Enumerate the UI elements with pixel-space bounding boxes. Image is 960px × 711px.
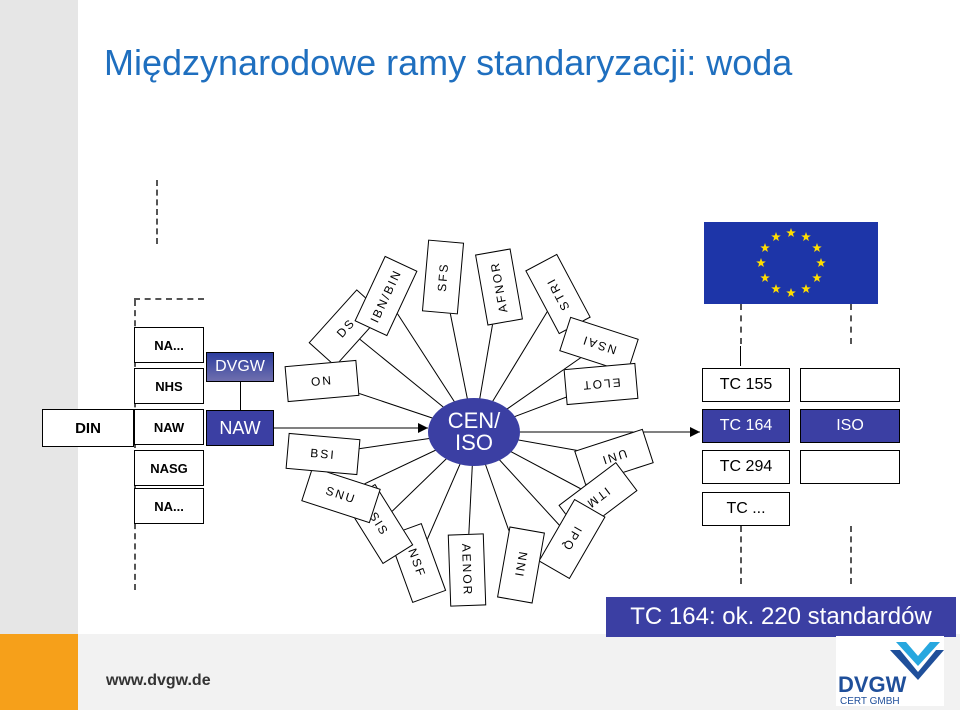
- arrow-head: [418, 423, 428, 433]
- eu-star-icon: [801, 232, 811, 242]
- member-box-aenor: AENOR: [447, 533, 487, 607]
- na-bottom-box: NA...: [134, 488, 204, 524]
- tc164-banner: TC 164: ok. 220 standardów: [606, 597, 956, 637]
- din-box: DIN: [42, 409, 134, 447]
- naw-box: NAW: [134, 409, 204, 445]
- arrow-head: [690, 427, 700, 437]
- eu-star-icon: [760, 273, 770, 282]
- dashed-line: [134, 298, 204, 300]
- cen-iso-circle: CEN/ ISO: [428, 398, 520, 466]
- eu-star-icon: [812, 243, 822, 252]
- na-top-box: NA...: [134, 327, 204, 363]
- eu-star-icon: [771, 284, 781, 293]
- member-box-elot: ELOT: [563, 362, 639, 406]
- dashed-line: [850, 304, 852, 344]
- logo-wave-icon: [896, 642, 940, 666]
- tc294-box: TC 294: [702, 450, 790, 484]
- nasg-box: NASG: [134, 450, 204, 486]
- logo-sub: CERT GMBH: [840, 696, 900, 706]
- eu-flag-icon: [704, 222, 878, 304]
- eu-star-icon: [786, 288, 796, 297]
- iso-box: ISO: [800, 409, 900, 443]
- connector-line: [240, 382, 241, 410]
- eu-star-icon: [812, 273, 822, 282]
- slide-title: Międzynarodowe ramy standaryzacji: woda: [104, 42, 793, 83]
- eu-star-icon: [771, 232, 781, 242]
- tc164-box: TC 164: [702, 409, 790, 443]
- website-link[interactable]: www.dvgw.de: [106, 672, 211, 689]
- dashed-line: [740, 526, 742, 584]
- eu-star-icon: [816, 258, 826, 267]
- cen-label: CEN/: [447, 408, 501, 433]
- dashed-line: [850, 526, 852, 584]
- eu-star-icon: [760, 243, 770, 252]
- naw-blue-box: NAW: [206, 410, 274, 446]
- eu-star-icon: [801, 284, 811, 293]
- eu-star-icon: [756, 258, 766, 267]
- iso-empty-box-bottom: [800, 450, 900, 484]
- nhs-box: NHS: [134, 368, 204, 404]
- dashed-line: [740, 304, 742, 344]
- member-box-sfs: SFS: [421, 239, 465, 315]
- bottom-band: [78, 634, 960, 710]
- member-box-on: ON: [284, 359, 360, 403]
- dashed-line: [156, 180, 158, 244]
- tc-more-box: TC ...: [702, 492, 790, 526]
- logo-wave-icon: [890, 650, 944, 680]
- iso-empty-box-top: [800, 368, 900, 402]
- dvgw-box: DVGW: [206, 352, 274, 382]
- iso-label: ISO: [455, 430, 493, 455]
- connector-line: [740, 346, 741, 366]
- logo-name: DVGW: [838, 672, 907, 697]
- left-gray-stripe: [0, 0, 78, 634]
- eu-star-icon: [786, 228, 796, 237]
- member-box-bsi: BSI: [285, 432, 361, 476]
- left-orange-stripe: [0, 634, 78, 710]
- dvgw-cert-logo: DVGW CERT GMBH: [836, 636, 944, 707]
- tc155-box: TC 155: [702, 368, 790, 402]
- dashed-line: [134, 300, 136, 590]
